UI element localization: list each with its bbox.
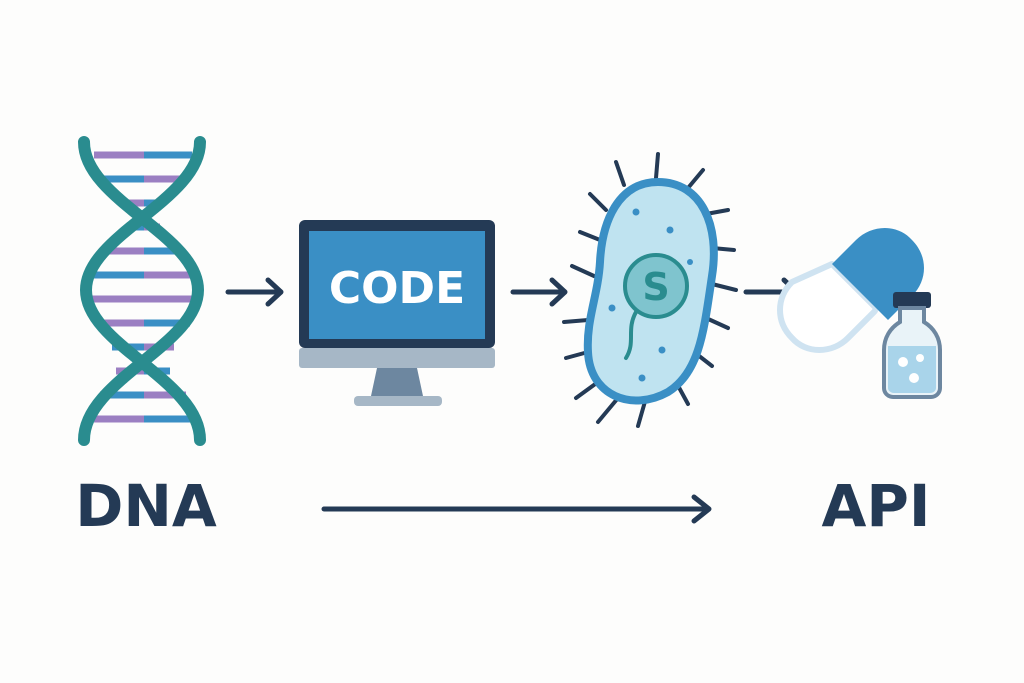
computer-monitor-icon: CODE	[299, 220, 495, 406]
vial-cap	[893, 292, 931, 308]
cell-dots	[608, 208, 693, 382]
bacterium-cell-icon: S	[562, 152, 738, 428]
arrow-code-to-cell	[510, 277, 568, 307]
cell-plasmid-symbol: S	[642, 265, 669, 309]
start-label-dna: DNA	[75, 472, 217, 540]
monitor-neck	[371, 368, 423, 396]
end-label-api: API	[822, 472, 931, 540]
cell-plasmid-ring	[623, 253, 689, 319]
monitor-screen-text: CODE	[329, 263, 465, 314]
long-process-arrow	[321, 494, 712, 524]
arrow-dna-to-code	[225, 277, 284, 307]
dna-strand-right	[79, 136, 206, 446]
vial-icon	[882, 292, 942, 399]
vial-bubbles	[898, 354, 924, 383]
dna-helix-icon	[78, 136, 206, 446]
dna-strand-left	[78, 136, 205, 446]
cell-plasmid-tail	[624, 310, 638, 360]
capsule-white-half	[777, 261, 879, 353]
capsule-and-vial-icon	[777, 228, 942, 399]
monitor-screen	[309, 231, 485, 339]
monitor-base	[354, 396, 442, 406]
monitor-chin	[299, 348, 495, 368]
vial-liquid	[888, 346, 936, 393]
